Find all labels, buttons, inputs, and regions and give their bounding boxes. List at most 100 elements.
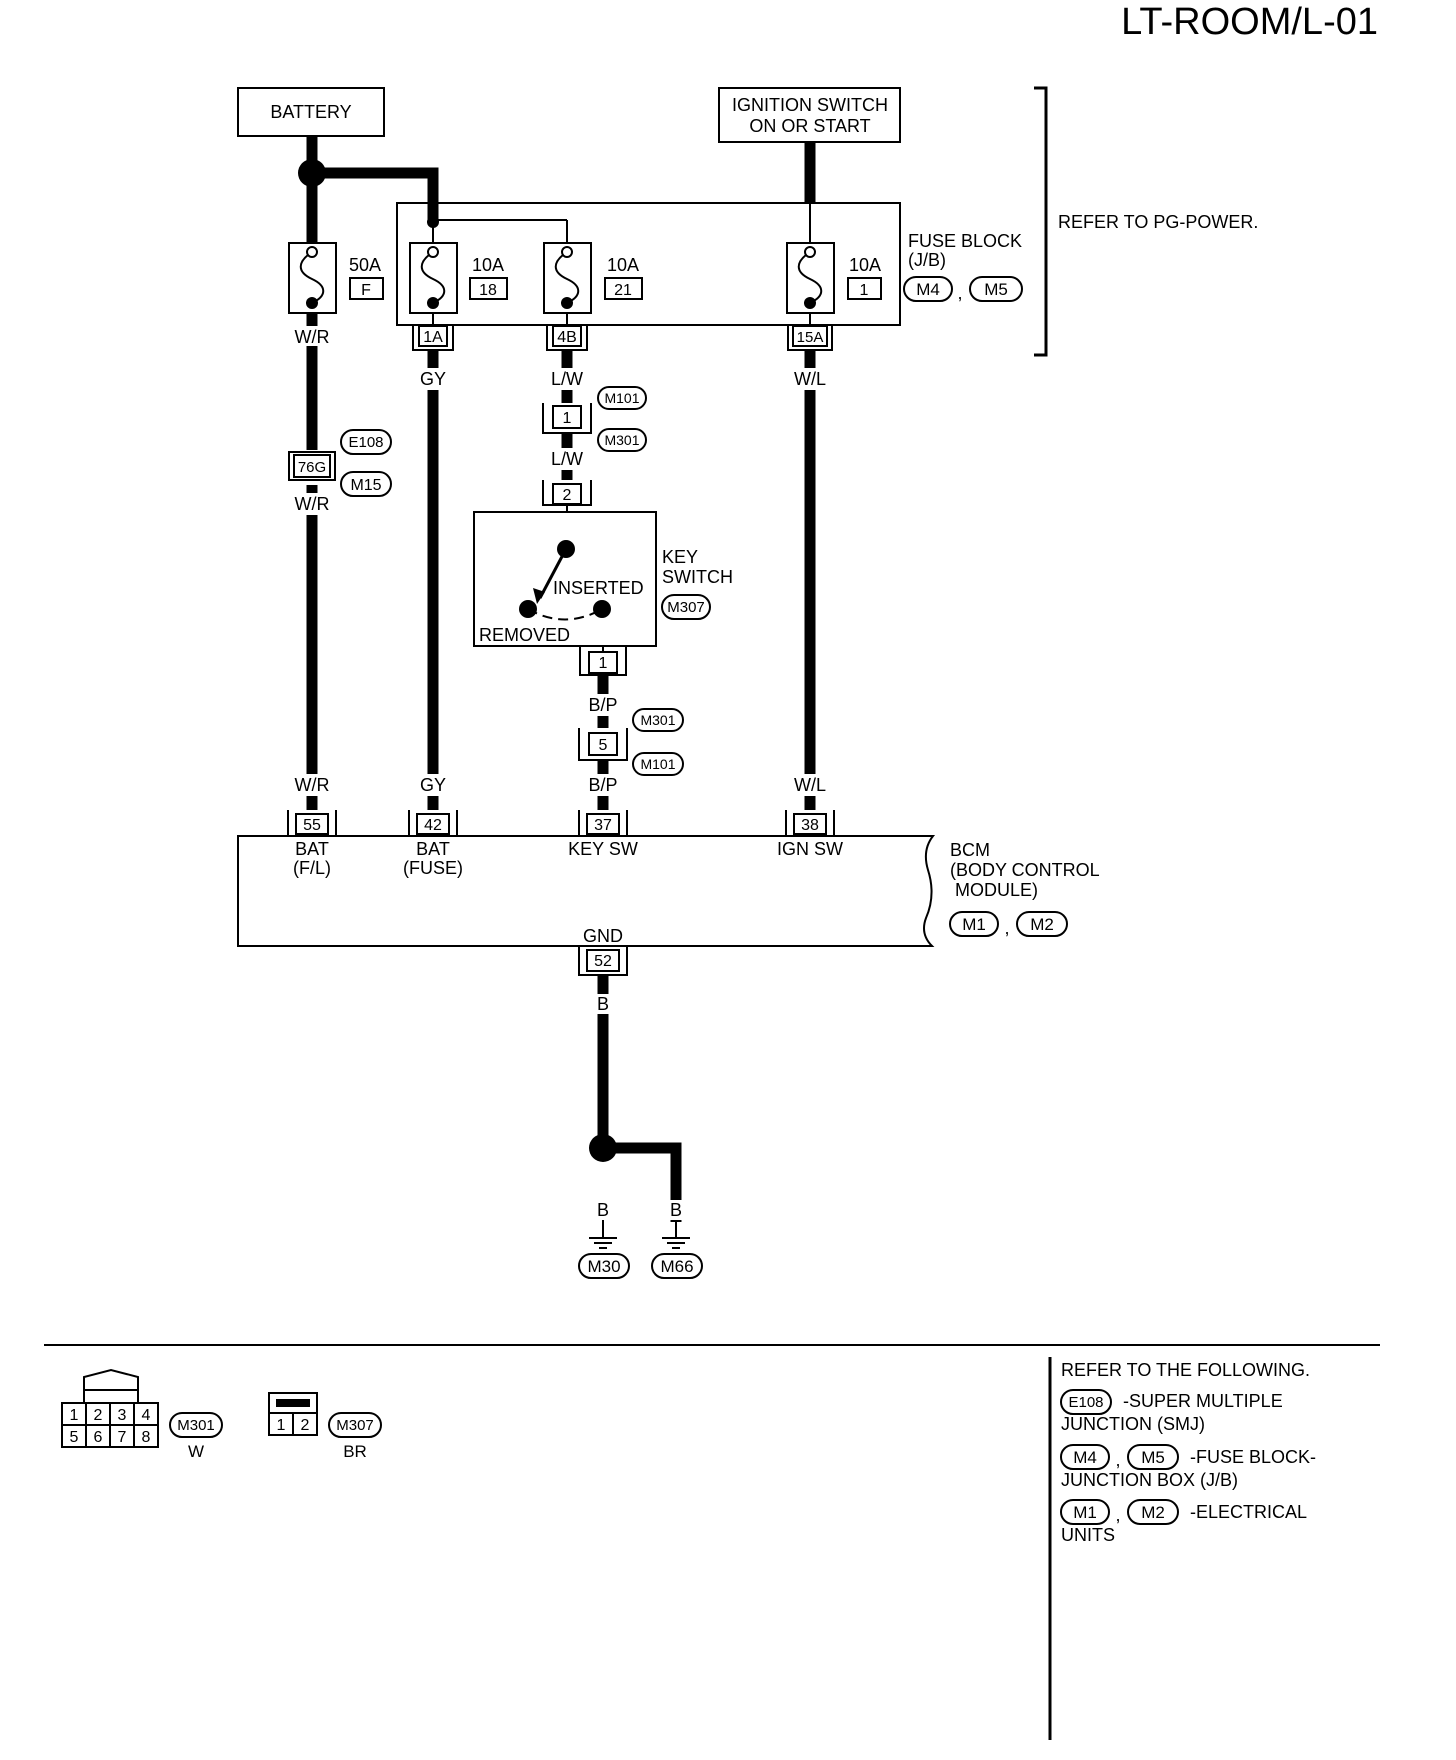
separator: , — [1004, 918, 1009, 938]
terminal-15a: 15A — [797, 329, 824, 346]
fuse-f: 50A F — [288, 242, 384, 314]
pin-5: 5 — [599, 737, 608, 754]
conn-m301: M301 — [640, 712, 675, 728]
bcm-label-3: MODULE) — [955, 880, 1038, 900]
pin: 7 — [118, 1429, 127, 1446]
wire-label-wl: W/L — [794, 775, 826, 795]
pin-1: 1 — [563, 410, 572, 427]
pin: 5 — [70, 1429, 79, 1446]
conn-color: W — [188, 1442, 204, 1461]
pin-2: 2 — [563, 487, 572, 504]
conn-m66: M66 — [660, 1257, 693, 1276]
junction-dots — [298, 159, 617, 1162]
refer-bracket — [1034, 86, 1048, 357]
conn-m1: M1 — [1073, 1503, 1097, 1522]
wire-label-lw: L/W — [551, 449, 583, 469]
ground-splice — [589, 1134, 617, 1162]
conn-m5: M5 — [1141, 1448, 1165, 1467]
conn-m301: M301 — [604, 432, 639, 448]
pin: 4 — [142, 1407, 151, 1424]
separator: , — [1115, 1505, 1120, 1525]
wire-label-wl: W/L — [794, 369, 826, 389]
bcm-pin-55: 55 — [303, 817, 321, 834]
wire-label-wr: W/R — [295, 327, 330, 347]
bcm-label: BCM — [950, 840, 990, 860]
fuse-id: F — [361, 282, 371, 299]
refer-power-text: REFER TO PG-POWER. — [1058, 212, 1258, 232]
pin: 3 — [118, 1407, 127, 1424]
ignition-switch-box: IGNITION SWITCH ON OR START — [718, 87, 901, 143]
wire-label-gy: GY — [420, 775, 446, 795]
wire-label-wr: W/R — [295, 775, 330, 795]
pin: 2 — [301, 1417, 310, 1434]
bcm-pin-37: 37 — [594, 817, 612, 834]
connector-m301-m101-pin5: 5 M301 M101 — [578, 708, 684, 776]
wire-gnd-branch — [603, 1142, 682, 1222]
wire-label-lw: L/W — [551, 369, 583, 389]
fuse-amp: 50A — [349, 255, 381, 275]
refer-title: REFER TO THE FOLLOWING. — [1061, 1360, 1310, 1380]
wire-label-wr: W/R — [295, 494, 330, 514]
fuse-splice — [427, 216, 439, 228]
pin: 2 — [94, 1407, 103, 1424]
battery-label: BATTERY — [270, 102, 351, 122]
battery-splice — [298, 159, 326, 187]
conn-m307: M307 — [336, 1417, 374, 1434]
conn-e108: E108 — [1068, 1394, 1103, 1411]
refer-desc: UNITS — [1061, 1525, 1115, 1545]
refer-desc: JUNCTION (SMJ) — [1061, 1414, 1205, 1434]
removed-label: REMOVED — [479, 625, 570, 645]
pin: 1 — [277, 1417, 286, 1434]
fuse-amp: 10A — [472, 255, 504, 275]
wire-labels: W/R GY L/W L/W B/P B/P W/L W/R GY W/L B … — [290, 326, 830, 1220]
refer-desc: -FUSE BLOCK- — [1190, 1447, 1316, 1467]
fuse-21: 10A 21 — [543, 242, 643, 314]
conn-m1: M1 — [962, 915, 986, 934]
ground-m66: M66 — [651, 1220, 703, 1279]
refer-following: REFER TO THE FOLLOWING. E108 -SUPER MULT… — [1060, 1360, 1316, 1545]
fuse-id: 21 — [614, 282, 632, 299]
refer-desc: -ELECTRICAL — [1190, 1502, 1307, 1522]
conn-m101: M101 — [640, 756, 675, 772]
key-switch-label: KEY — [662, 547, 698, 567]
wire-label-b: B — [597, 1200, 609, 1220]
bcm-pin-label: (FUSE) — [403, 858, 463, 878]
bcm-pin-42: 42 — [424, 817, 442, 834]
connector-76g: 76G E108 M15 W/R — [288, 429, 392, 515]
bcm-pin-label: IGN SW — [777, 839, 843, 859]
conn-m2: M2 — [1030, 915, 1054, 934]
inserted-label: INSERTED — [553, 578, 644, 598]
bcm-pin-label: KEY SW — [568, 839, 638, 859]
fuse-18: 10A 18 — [409, 242, 508, 314]
conn-m4: M4 — [1073, 1448, 1097, 1467]
fuse-amp: 10A — [607, 255, 639, 275]
bcm-pin-label: (F/L) — [293, 858, 331, 878]
conn-m15: M15 — [350, 477, 381, 494]
wire-label-bp: B/P — [588, 775, 617, 795]
key-switch-label-2: SWITCH — [662, 567, 733, 587]
wire-label-b: B — [670, 1200, 682, 1220]
conn-m30: M30 — [587, 1257, 620, 1276]
refer-desc: JUNCTION BOX (J/B) — [1061, 1470, 1238, 1490]
fuse-1: 10A 1 — [786, 242, 882, 314]
conn-m101: M101 — [604, 390, 639, 406]
bcm-pin-38: 38 — [801, 817, 819, 834]
connector-face-m307: 1 2 M307 BR — [268, 1392, 382, 1461]
conn-m301: M301 — [177, 1417, 215, 1434]
wire-label-gy: GY — [420, 369, 446, 389]
fuse-id: 18 — [479, 282, 497, 299]
bcm-pin-52: 52 — [594, 953, 612, 970]
bcm-gnd-pin: 52 — [578, 946, 628, 976]
conn-m307: M307 — [667, 599, 705, 616]
fuse-terminals: 1A 4B 15A — [412, 325, 833, 351]
wire-label-bp: B/P — [588, 695, 617, 715]
fuse-block: FUSE BLOCK (J/B) M4 , M5 — [396, 202, 1023, 326]
separator: , — [1115, 1450, 1120, 1470]
terminal-4b: 4B — [557, 329, 577, 346]
key-switch: INSERTED REMOVED KEY SWITCH M307 — [473, 511, 733, 647]
bcm-pin-label: BAT — [416, 839, 450, 859]
wire-label-b: B — [597, 994, 609, 1014]
connector-key-pin2: 2 — [542, 480, 592, 506]
fuse-block-jb: (J/B) — [908, 250, 946, 270]
